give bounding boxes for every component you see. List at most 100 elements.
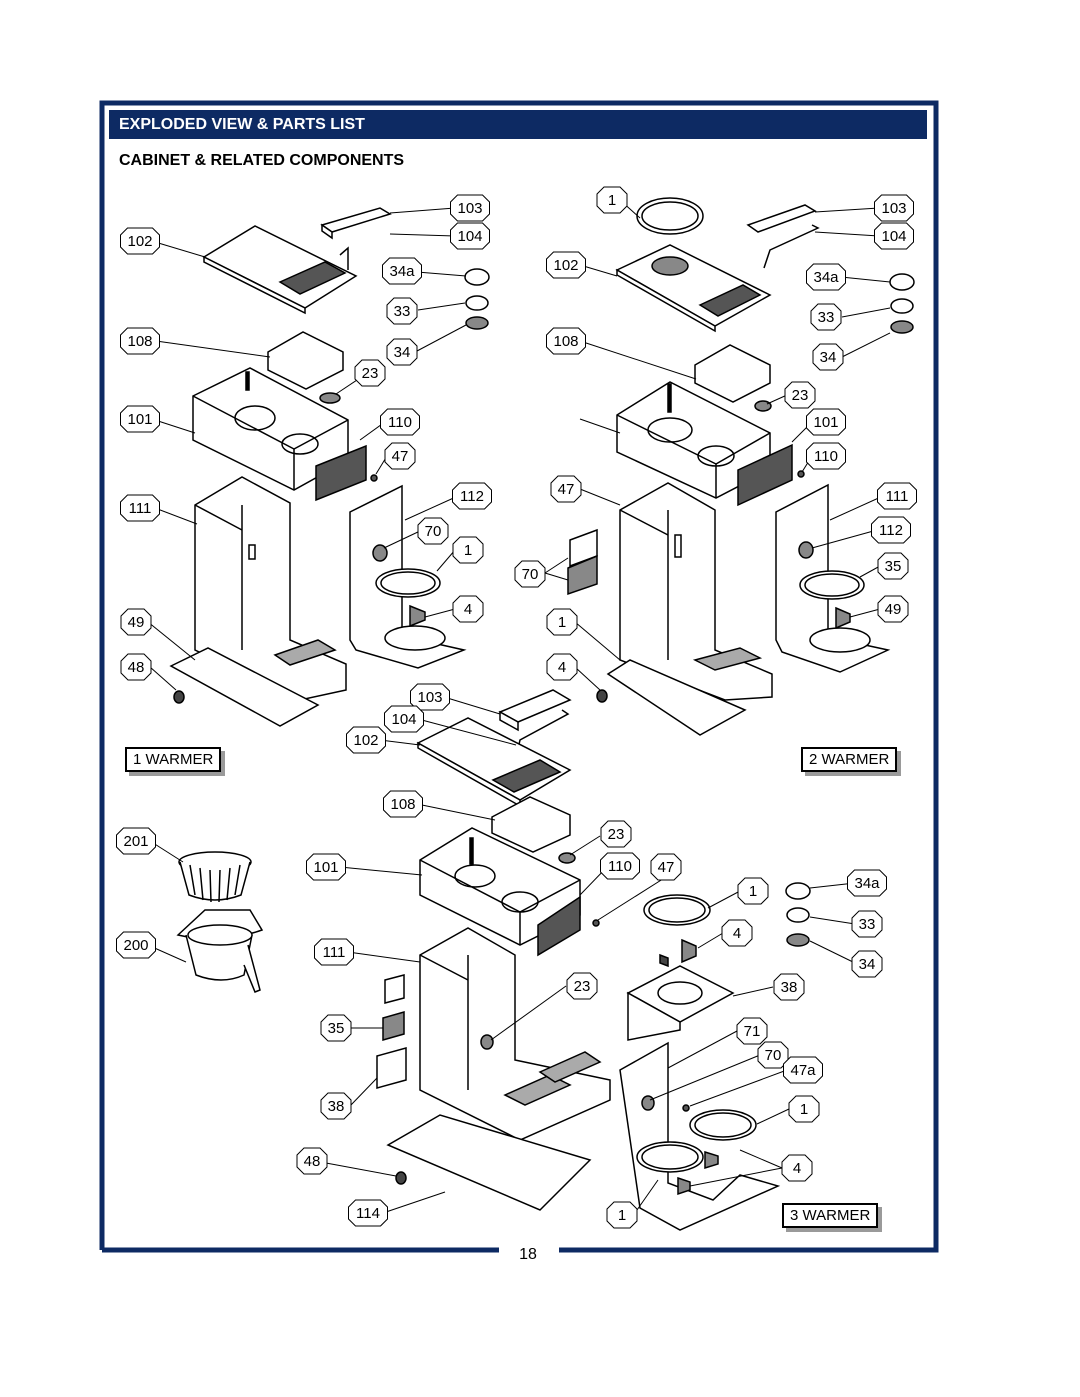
callout-number: 33	[394, 303, 411, 320]
two-warmer-label: 2 WARMER	[801, 747, 898, 772]
callout-34: 34	[386, 338, 418, 366]
callout-number: 104	[457, 228, 482, 245]
callout-110: 110	[380, 408, 420, 436]
callout-number: 23	[362, 365, 379, 382]
callout-102: 102	[120, 227, 160, 255]
leader-lines	[147, 199, 891, 1214]
callout-number: 102	[553, 257, 578, 274]
callout-number: 34a	[854, 875, 880, 892]
callout-number: 47a	[790, 1062, 816, 1079]
page-number: 18	[519, 1246, 537, 1263]
callout-number: 101	[127, 411, 152, 428]
callout-35: 35	[877, 552, 909, 580]
callout-number: 33	[818, 309, 835, 326]
callout-number: 1	[749, 883, 757, 900]
callout-111: 111	[314, 938, 354, 966]
callout-110: 110	[600, 852, 640, 880]
callout-number: 23	[792, 387, 809, 404]
callout-71: 71	[736, 1017, 768, 1045]
callout-103: 103	[874, 194, 914, 222]
callout-number: 112	[460, 488, 484, 505]
callout-201: 201	[116, 827, 156, 855]
callout-34a: 34a	[806, 263, 846, 291]
one-warmer-assembly	[169, 207, 490, 727]
callout-number: 103	[457, 200, 482, 217]
callout-103: 103	[410, 683, 450, 711]
callout-number: 4	[464, 601, 472, 618]
callout-104: 104	[384, 705, 424, 733]
callout-34a: 34a	[382, 257, 422, 285]
callout-1: 1	[596, 186, 628, 214]
one-warmer-label: 1 WARMER	[125, 747, 222, 772]
callout-23: 23	[600, 820, 632, 848]
callout-number: 34a	[813, 269, 839, 286]
callout-number: 101	[813, 414, 838, 431]
callout-number: 35	[328, 1020, 345, 1037]
callout-47: 47	[650, 853, 682, 881]
callout-114: 114	[348, 1199, 388, 1227]
callout-70: 70	[757, 1041, 789, 1069]
filter-and-funnel	[176, 851, 264, 993]
callout-number: 70	[765, 1047, 782, 1064]
header-title: EXPLODED VIEW & PARTS LIST	[119, 116, 365, 133]
callout-33: 33	[851, 910, 883, 938]
callout-102: 102	[346, 726, 386, 754]
callout-number: 114	[356, 1205, 380, 1222]
callout-number: 110	[388, 414, 412, 431]
callout-number: 103	[417, 689, 442, 706]
callout-number: 1	[464, 542, 472, 559]
callout-number: 1	[618, 1207, 626, 1224]
callout-number: 112	[879, 522, 903, 539]
callout-102: 102	[546, 251, 586, 279]
callout-number: 110	[608, 858, 632, 875]
callout-number: 4	[733, 925, 741, 942]
callout-38: 38	[320, 1092, 352, 1120]
callout-1: 1	[788, 1095, 820, 1123]
callout-number: 70	[522, 566, 539, 583]
callout-101: 101	[120, 405, 160, 433]
callout-number: 102	[127, 233, 152, 250]
callout-number: 23	[608, 826, 625, 843]
callout-70: 70	[417, 517, 449, 545]
section-title: CABINET & RELATED COMPONENTS	[119, 152, 405, 169]
three-warmer-label: 3 WARMER	[782, 1203, 879, 1228]
callout-33: 33	[810, 303, 842, 331]
callout-number: 1	[608, 192, 616, 209]
callout-48: 48	[296, 1147, 328, 1175]
callout-48: 48	[120, 653, 152, 681]
callout-1: 1	[546, 608, 578, 636]
callout-101: 101	[806, 408, 846, 436]
callout-47: 47	[384, 442, 416, 470]
callout-108: 108	[120, 327, 160, 355]
callout-number: 49	[885, 601, 902, 618]
callout-number: 201	[123, 833, 148, 850]
callout-number: 101	[313, 859, 338, 876]
callout-104: 104	[450, 222, 490, 250]
callout-1: 1	[737, 877, 769, 905]
callout-34: 34	[812, 343, 844, 371]
callout-number: 110	[814, 448, 838, 465]
callout-number: 34a	[389, 263, 415, 280]
callout-number: 111	[886, 488, 909, 505]
callout-104: 104	[874, 222, 914, 250]
callout-number: 108	[553, 333, 578, 350]
callout-number: 35	[885, 558, 902, 575]
callout-number: 104	[391, 711, 416, 728]
callout-4: 4	[452, 595, 484, 623]
callout-111: 111	[120, 494, 160, 522]
callout-number: 103	[881, 200, 906, 217]
callout-number: 38	[781, 979, 798, 996]
callout-number: 47	[658, 859, 675, 876]
callout-33: 33	[386, 297, 418, 325]
callout-35: 35	[320, 1014, 352, 1042]
three-warmer-assembly	[376, 689, 811, 1231]
callout-70: 70	[514, 560, 546, 588]
callout-number: 47	[392, 448, 409, 465]
callout-4: 4	[721, 919, 753, 947]
callout-108: 108	[383, 790, 423, 818]
callout-4: 4	[546, 653, 578, 681]
section-header-bar: EXPLODED VIEW & PARTS LIST	[109, 110, 927, 139]
callout-number: 47	[558, 481, 575, 498]
